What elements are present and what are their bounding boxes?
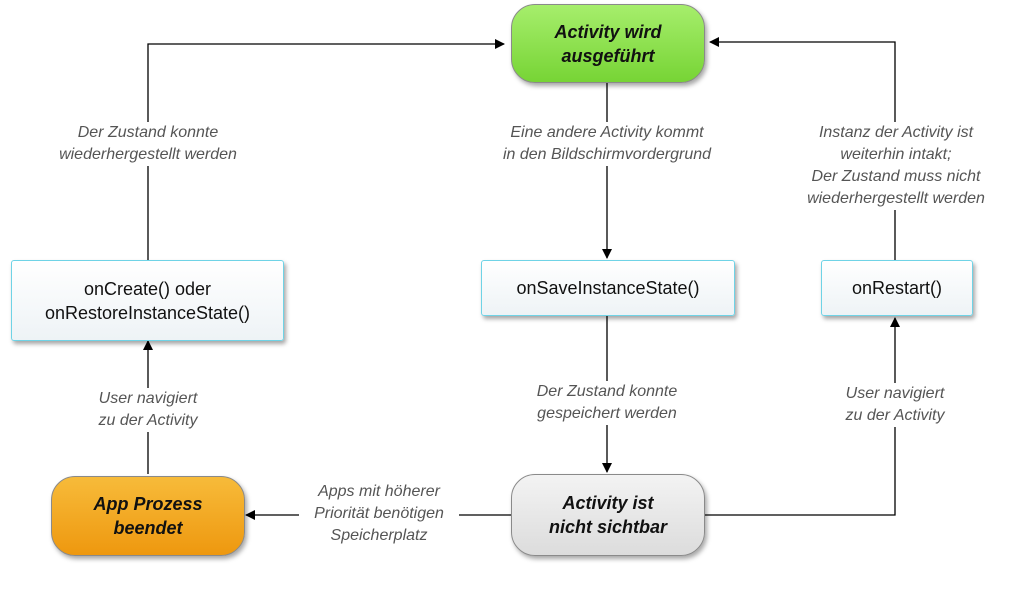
state-label-line: ausgeführt: [561, 45, 655, 66]
label-state-saved: Der Zustand konnte gespeichert werden: [517, 381, 697, 425]
state-activity-running: Activity wird ausgeführt: [511, 4, 705, 83]
label-line: zu der Activity: [98, 412, 198, 429]
label-user-navigates-right: User navigiert zu der Activity: [829, 383, 961, 427]
state-label-line: Activity wird: [554, 21, 662, 42]
label-instance-intact: Instanz der Activity ist weiterhin intak…: [790, 122, 1002, 210]
method-oncreate-onrestore: onCreate() oder onRestoreInstanceState(): [11, 260, 284, 341]
label-line: User navigiert: [845, 385, 945, 402]
label-line: Instanz der Activity ist: [818, 124, 974, 141]
method-label-line: onCreate() oder: [83, 278, 212, 299]
label-line: Der Zustand konnte: [536, 383, 678, 400]
label-other-activity-foreground: Eine andere Activity kommt in den Bildsc…: [482, 122, 732, 166]
connector-restore-to-running: [147, 39, 505, 260]
label-state-restored: Der Zustand konnte wiederhergestellt wer…: [37, 122, 259, 166]
method-label-line: onRestart(): [851, 278, 943, 298]
method-onrestart: onRestart(): [821, 260, 973, 316]
label-line: gespeichert werden: [537, 405, 677, 422]
label-line: weiterhin intakt;: [840, 146, 952, 163]
label-line: Priorität benötigen: [314, 505, 444, 522]
method-onsaveinstancestate: onSaveInstanceState(): [481, 260, 735, 316]
label-line: Apps mit höherer: [318, 483, 440, 500]
label-user-navigates-left: User navigiert zu der Activity: [80, 388, 216, 432]
label-line: zu der Activity: [845, 407, 945, 424]
state-label-line: beendet: [113, 518, 183, 538]
state-app-process-killed: App Prozess beendet: [51, 476, 245, 556]
label-line: wiederhergestellt werden: [59, 146, 237, 163]
state-activity-not-visible: Activity ist nicht sichtbar: [511, 474, 705, 556]
method-label-line: onRestoreInstanceState(): [44, 302, 251, 323]
label-line: wiederhergestellt werden: [807, 190, 985, 207]
label-line: User navigiert: [98, 390, 198, 407]
label-line: in den Bildschirmvordergrund: [502, 146, 712, 163]
label-line: Der Zustand muss nicht: [811, 168, 981, 185]
state-label-line: Activity ist: [562, 493, 654, 513]
label-line: Speicherplatz: [330, 527, 428, 544]
method-label-line: onSaveInstanceState(): [516, 278, 700, 298]
state-label-line: App Prozess: [93, 494, 203, 514]
label-line: Eine andere Activity kommt: [510, 124, 704, 141]
label-line: Der Zustand konnte: [77, 124, 219, 141]
label-memory-needed: Apps mit höherer Priorität benötigen Spe…: [299, 481, 459, 547]
state-label-line: nicht sichtbar: [548, 517, 668, 537]
